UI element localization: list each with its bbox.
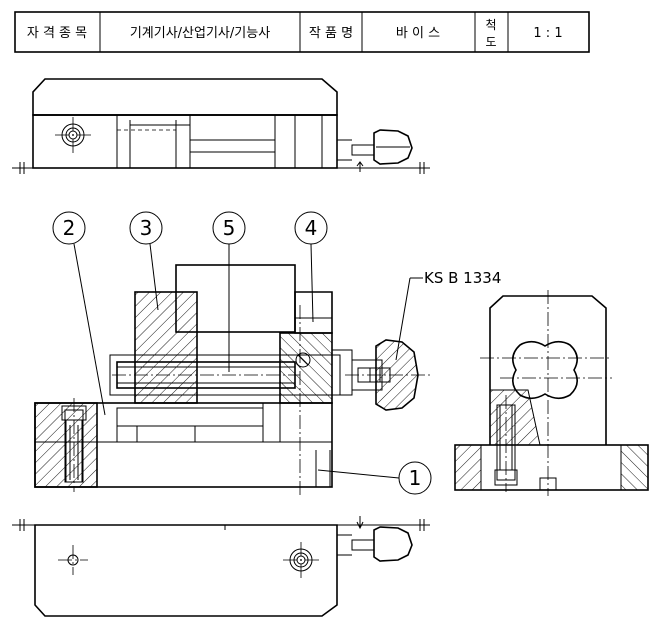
- balloon-3-label: 3: [140, 216, 153, 240]
- balloon-1-label: 1: [409, 466, 422, 490]
- title-block: 자 격 종 목 기계기사/산업기사/기능사 작 품 명 바 이 스 척 도 1 …: [14, 11, 590, 53]
- balloon-5-label: 5: [223, 216, 236, 240]
- label-qualification: 자 격 종 목: [27, 26, 87, 41]
- top-view: [12, 78, 430, 174]
- value-scale: 1 : 1: [533, 26, 562, 41]
- balloon-2-label: 2: [63, 216, 76, 240]
- standard-note-text: KS B 1334: [424, 269, 501, 287]
- front-section-view: [34, 264, 430, 495]
- value-qualification: 기계기사/산업기사/기능사: [130, 26, 270, 41]
- label-work-name: 작 품 명: [309, 26, 353, 41]
- value-work-name: 바 이 스: [396, 26, 440, 41]
- side-view: [454, 290, 649, 496]
- balloon-4-label: 4: [305, 216, 318, 240]
- label-scale-bottom: 도: [485, 35, 496, 49]
- label-scale-top: 척: [485, 18, 496, 32]
- part-balloons: 2 3 5 4 1: [52, 211, 432, 495]
- bottom-view: [12, 516, 430, 617]
- standard-note: KS B 1334: [395, 269, 501, 361]
